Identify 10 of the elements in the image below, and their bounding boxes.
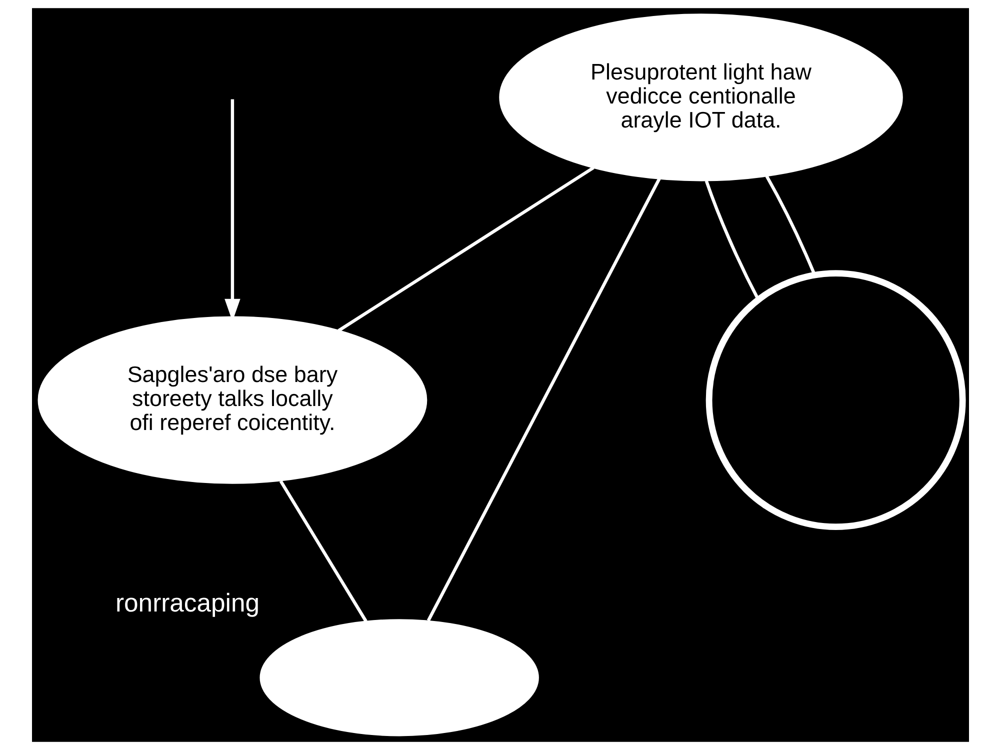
connector bbox=[704, 180, 760, 300]
connector bbox=[278, 480, 367, 622]
node-ellipse: Plesuprotent light haw vedicce centionalle arayle IOT data. bbox=[498, 14, 902, 182]
connector bbox=[764, 175, 816, 276]
connector bbox=[337, 166, 594, 332]
connector bbox=[426, 178, 660, 622]
node-ellipse: Sapgles'aro dse bary storeety talks locally ofi reperef coicentity. bbox=[37, 316, 427, 484]
node-cloud bbox=[259, 619, 538, 736]
node-label: ronrracaping bbox=[115, 590, 260, 618]
node-circle bbox=[705, 270, 966, 530]
